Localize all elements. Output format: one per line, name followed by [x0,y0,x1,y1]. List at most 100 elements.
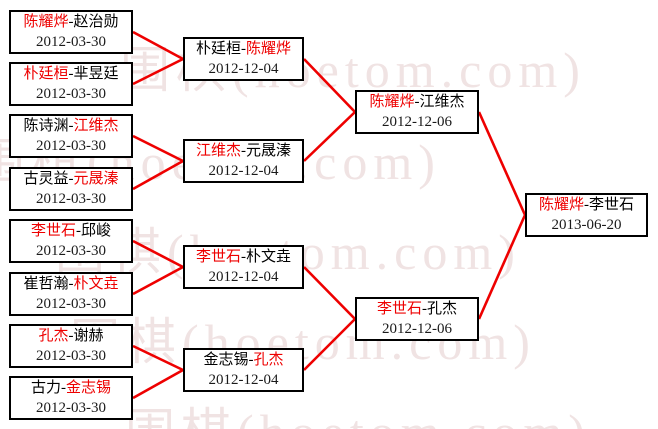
player-name: 邱峻 [81,223,112,239]
connector-line [303,266,356,320]
vs-separator: - [76,223,81,239]
match-players: 孔杰-谢赫 [38,326,103,346]
player-name: 孔杰 [38,328,69,344]
match-players: 古灵益-元晟溱 [23,169,118,189]
match-box-sf-1: 陈耀烨-江维杰 2012-12-06 [355,90,479,134]
player-name: 古力 [30,380,61,396]
vs-separator: - [248,352,254,368]
connector-line [303,318,356,371]
player-name: 元晟溱 [73,171,119,187]
match-date: 2012-12-06 [382,321,452,337]
watermark-row: 围棋(hoetom.com) [125,392,591,429]
match-date: 2012-03-30 [36,138,106,154]
vs-separator: - [68,328,74,344]
vs-separator: - [68,276,74,292]
vs-separator: - [584,197,589,213]
match-box-qf-4: 金志锡-孔杰 2012-12-04 [183,348,304,392]
match-date: 2012-03-30 [36,243,106,259]
player-name: 谢赫 [73,328,104,344]
vs-separator: - [68,118,74,134]
connector-line [303,58,356,113]
player-name: 江维杰 [419,94,465,110]
vs-separator: - [68,171,74,187]
match-date: 2013-06-20 [551,217,622,233]
connector-line [132,134,184,163]
connector-line [132,57,184,86]
match-date: 2012-12-04 [208,269,279,285]
match-players: 朴廷桓-陈耀烨 [196,39,291,59]
vs-separator: - [241,41,246,57]
vs-separator: - [68,66,74,82]
match-box-final: 陈耀烨-李世石 2013-06-20 [525,193,648,237]
connector-line [132,344,184,372]
player-name: 朴文垚 [246,249,292,265]
match-date: 2012-03-30 [36,400,106,416]
match-players: 陈诗渊-江维杰 [23,116,118,136]
match-date: 2012-03-30 [36,86,106,102]
vs-separator: - [414,94,420,110]
match-date: 2012-03-30 [36,296,106,312]
match-date: 2012-03-30 [36,191,106,207]
connector-line [132,159,184,191]
connector-line [132,368,184,400]
match-date: 2012-03-30 [36,348,106,364]
player-name: 陈诗渊 [23,118,69,134]
player-name: 芈昱廷 [73,66,119,82]
vs-separator: - [422,301,427,317]
player-name: 江维杰 [195,143,241,159]
match-box-qf-3: 李世石-朴文垚 2012-12-04 [183,245,304,289]
player-name: 朴文垚 [73,276,119,292]
match-box-qf-2: 江维杰-元晟溱 2012-12-04 [183,139,304,183]
match-box-sf-2: 李世石-孔杰 2012-12-06 [355,297,479,341]
player-name: 李世石 [195,249,241,265]
match-date: 2012-12-06 [382,114,452,130]
vs-separator: - [241,249,246,265]
match-players: 古力-金志锡 [31,378,111,398]
player-name: 朴廷桓 [195,41,241,57]
match-date: 2012-12-04 [208,372,279,388]
player-name: 崔哲瀚 [23,276,69,292]
player-name: 赵治勋 [73,14,119,30]
match-box-r16-3: 陈诗渊-江维杰 2012-03-30 [9,114,133,158]
match-players: 崔哲瀚-朴文垚 [23,274,118,294]
player-name: 陈耀烨 [538,197,584,213]
match-box-r16-2: 朴廷桓-芈昱廷 2012-03-30 [9,62,133,106]
match-players: 金志锡-孔杰 [203,350,283,370]
match-box-r16-7: 孔杰-谢赫 2012-03-30 [9,324,133,368]
connector-line [132,239,184,269]
match-box-r16-5: 李世石-邱峻 2012-03-30 [9,219,133,263]
match-players: 陈耀烨-江维杰 [369,92,464,112]
player-name: 金志锡 [203,352,249,368]
match-players: 李世石-朴文垚 [196,247,291,267]
player-name: 李世石 [589,197,635,213]
connector-line [303,111,356,162]
player-name: 金志锡 [66,380,112,396]
match-players: 江维杰-元晟溱 [196,141,291,161]
player-name: 元晟溱 [246,143,292,159]
match-box-r16-4: 古灵益-元晟溱 2012-03-30 [9,167,133,211]
match-players: 李世石-邱峻 [31,221,111,241]
match-box-r16-8: 古力-金志锡 2012-03-30 [9,376,133,420]
match-box-r16-6: 崔哲瀚-朴文垚 2012-03-30 [9,272,133,316]
player-name: 陈耀烨 [246,41,292,57]
connector-line [477,214,527,320]
vs-separator: - [68,14,74,30]
player-name: 李世石 [30,223,76,239]
connector-line [477,111,527,216]
player-name: 古灵益 [23,171,69,187]
player-name: 江维杰 [73,118,119,134]
match-date: 2012-12-04 [208,61,279,77]
connector-line [132,30,184,61]
player-name: 陈耀烨 [23,14,69,30]
match-players: 陈耀烨-李世石 [539,195,634,215]
connector-line [132,265,184,296]
match-players: 陈耀烨-赵治勋 [23,12,118,32]
match-box-r16-1: 陈耀烨-赵治勋 2012-03-30 [9,10,133,54]
player-name: 朴廷桓 [23,66,69,82]
match-date: 2012-12-04 [208,163,279,179]
player-name: 李世石 [376,301,422,317]
match-players: 朴廷桓-芈昱廷 [23,64,118,84]
match-players: 李世石-孔杰 [377,299,457,319]
